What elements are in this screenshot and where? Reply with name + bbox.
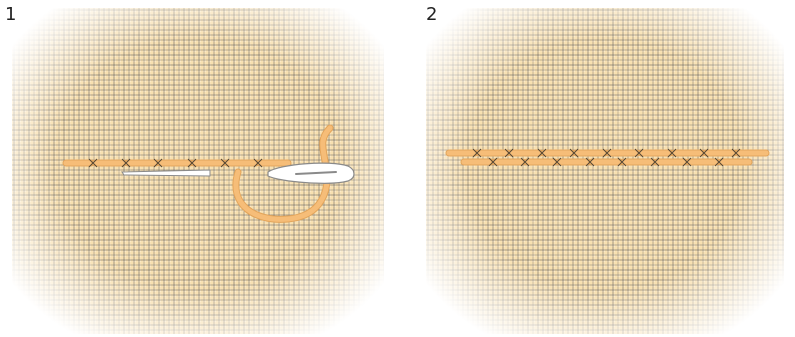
stitch-crossing [504, 148, 514, 158]
stitch-crossing [153, 158, 163, 168]
stitch-crossing [714, 157, 724, 167]
floss-row-step-1 [62, 124, 334, 223]
step-1-panel: 1 [0, 0, 396, 337]
stitch-crossing [88, 158, 98, 168]
needle-icon [121, 162, 355, 184]
stitch-crossing [121, 158, 131, 168]
stitch-crossing [472, 148, 482, 158]
step-2-illustration [425, 7, 784, 334]
stitch-crossing [537, 148, 547, 158]
floss-rows-step-2 [445, 148, 770, 167]
floss-strand [233, 125, 333, 222]
stitch-crossing [220, 158, 230, 168]
stitch-crossing [617, 157, 627, 167]
stitch-crossing [650, 157, 660, 167]
stitch-crossing [634, 148, 644, 158]
stitch-crossing [253, 158, 263, 168]
step-1-illustration [11, 7, 385, 334]
step-2-panel: 2 [414, 0, 795, 337]
stitch-crossing [552, 157, 562, 167]
step-number-1: 1 [5, 4, 17, 25]
stitch-crossing [488, 157, 498, 167]
aida-fabric-grid [11, 7, 385, 334]
stitch-crossing [569, 148, 579, 158]
stitch-crossing [520, 157, 530, 167]
stitch-crossing [667, 148, 677, 158]
aida-fabric-grid [425, 7, 784, 334]
stitch-crossing [602, 148, 612, 158]
stitch-crossing [731, 148, 741, 158]
stitch-crossing [187, 158, 197, 168]
stitch-crossing [682, 157, 692, 167]
step-number-2: 2 [426, 4, 438, 25]
stitch-crossing [585, 157, 595, 167]
stitch-crossing [699, 148, 709, 158]
